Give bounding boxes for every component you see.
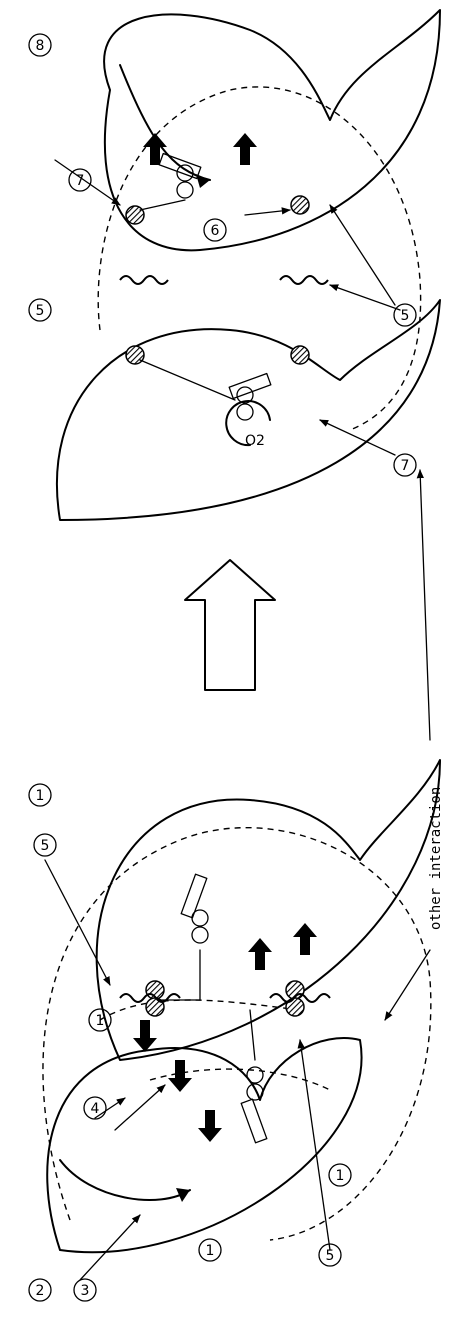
contact-bead — [291, 196, 309, 214]
heme-plane — [241, 1099, 267, 1143]
shift-arrow — [133, 1020, 157, 1052]
heme-plane — [229, 374, 271, 399]
svg-text:1: 1 — [336, 1168, 345, 1184]
svg-text:5: 5 — [36, 303, 45, 319]
label-5-bottom: 5 — [319, 1244, 341, 1266]
svg-text:5: 5 — [401, 308, 410, 324]
label-4: 4 — [84, 1097, 106, 1119]
salt-bridge — [120, 276, 168, 284]
label-5-bottom-free: 5 — [394, 304, 416, 326]
label-1prime-right: 1 — [329, 1164, 351, 1186]
label-7-bottom: 7 — [394, 454, 416, 476]
svg-text:5: 5 — [41, 838, 50, 854]
salt-bridge — [280, 276, 328, 284]
svg-text:1: 1 — [36, 788, 45, 804]
conformation-envelope — [43, 828, 431, 1240]
label-1-bottom: 1 — [199, 1239, 221, 1261]
svg-text:3: 3 — [81, 1283, 90, 1299]
contact-bead — [291, 346, 309, 364]
svg-text:2: 2 — [36, 1283, 45, 1299]
label-5-top-free: 5 — [29, 299, 51, 321]
complex-bound: 1 5 1 4 2 3 1 1 — [29, 760, 440, 1301]
svg-text:7: 7 — [76, 173, 85, 189]
svg-text:7: 7 — [401, 458, 410, 474]
svg-text:other interaction: other interaction — [428, 787, 444, 930]
label-2: 2 — [29, 1279, 51, 1301]
label-1-top: 1 — [29, 784, 51, 806]
other-interaction-annotation: other interaction — [385, 470, 444, 1020]
svg-text:5: 5 — [326, 1248, 335, 1264]
svg-text:1: 1 — [206, 1243, 215, 1259]
contact-bead — [126, 206, 144, 224]
label-1prime-left: 1 — [89, 1009, 111, 1031]
svg-text:4: 4 — [91, 1101, 100, 1117]
shift-arrow — [233, 133, 257, 165]
shift-arrow — [248, 938, 272, 970]
shift-arrow — [168, 1060, 192, 1092]
svg-text:1: 1 — [96, 1013, 105, 1029]
label-8: 8 — [29, 34, 51, 56]
contact-bead — [286, 998, 304, 1016]
label-6: 6 — [204, 219, 226, 241]
o2-label: O2 — [245, 433, 265, 449]
subunit-upper-free — [104, 10, 440, 250]
shift-arrow — [293, 923, 317, 955]
contact-bead — [146, 998, 164, 1016]
label-7-top: 7 — [69, 169, 91, 191]
complex-separated: O2 8 7 5 6 — [29, 10, 440, 520]
contact-bead — [126, 346, 144, 364]
label-5-top: 5 — [34, 834, 56, 856]
transition-arrow — [185, 560, 275, 690]
svg-text:8: 8 — [36, 38, 45, 54]
shift-arrow — [198, 1110, 222, 1142]
svg-text:6: 6 — [211, 223, 220, 239]
label-3: 3 — [74, 1279, 96, 1301]
